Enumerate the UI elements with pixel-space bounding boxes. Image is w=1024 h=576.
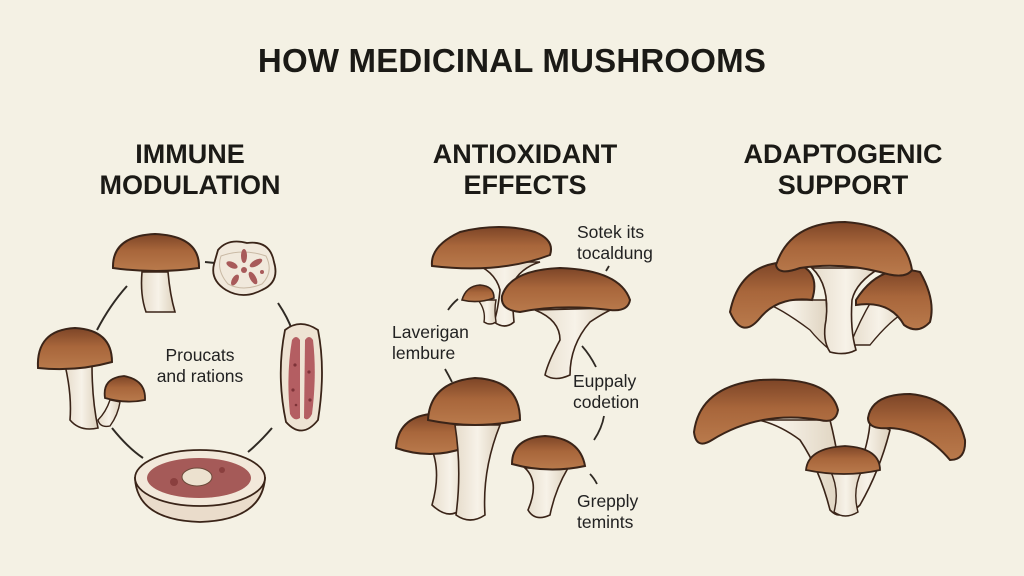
label-line: Sotek its (577, 222, 645, 242)
heading-line: SUPPORT (777, 170, 909, 200)
heading-immune-modulation: IMMUNE MODULATION (60, 139, 320, 201)
mushroom-icon (394, 376, 522, 521)
oyster-cluster-top-icon (728, 220, 933, 355)
oyster-cluster-bottom-icon (692, 378, 967, 517)
label-line: lembure (392, 343, 456, 363)
label-line: codetion (573, 392, 640, 412)
heading-line: EFFECTS (463, 170, 587, 200)
label-line: and rations (156, 366, 244, 386)
label-line: temints (577, 512, 634, 532)
antioxidant-connectors (444, 265, 610, 485)
label-line: Grepply (577, 491, 639, 511)
mushroom-pair-icon (36, 326, 146, 430)
label-line: Laverigan (392, 322, 469, 342)
heading-line: ANTIOXIDANT (432, 139, 618, 169)
mushroom-icon (461, 284, 497, 325)
antioxidant-label-2: Laverigan lembure (392, 322, 469, 364)
cross-section-icon (212, 240, 277, 296)
antioxidant-label-4: Grepply temints (577, 491, 638, 533)
page-title: HOW MEDICINAL MUSHROOMS (257, 42, 767, 79)
label-line: Proucats (165, 345, 235, 365)
label-line: Euppaly (573, 371, 637, 391)
heading-line: IMMUNE (135, 139, 245, 169)
immune-cycle (96, 261, 293, 459)
heading-adaptogenic-support: ADAPTOGENIC SUPPORT (713, 139, 973, 201)
mushroom-icon (510, 434, 587, 519)
mushroom-icon (111, 232, 201, 313)
mushroom-icon (500, 266, 632, 380)
longitudinal-section-icon (279, 323, 323, 432)
heading-line: ADAPTOGENIC (743, 139, 943, 169)
heading-line: MODULATION (99, 170, 281, 200)
antioxidant-label-1: Sotek its tocaldung (577, 222, 653, 264)
heading-antioxidant-effects: ANTIOXIDANT EFFECTS (395, 139, 655, 201)
immune-center-label: Proucats and rations (130, 345, 270, 387)
bowl-icon (134, 449, 266, 523)
label-line: tocaldung (577, 243, 653, 263)
antioxidant-label-3: Euppaly codetion (573, 371, 639, 413)
